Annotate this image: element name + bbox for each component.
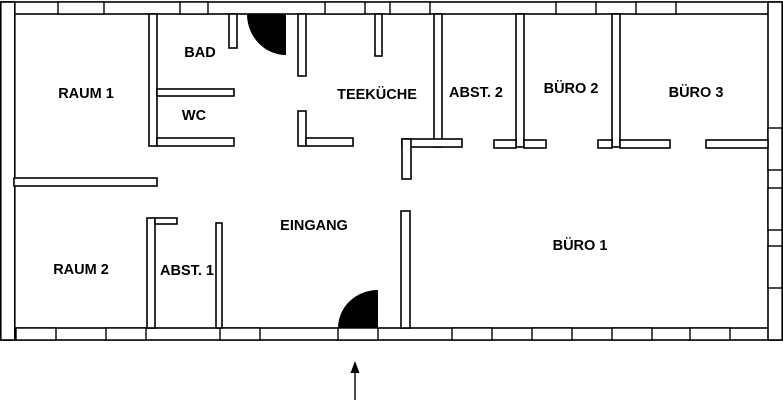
window	[219, 327, 261, 341]
room-label-teekueche: TEEKÜCHE	[337, 86, 417, 103]
outer-walls	[0, 1, 783, 341]
room-label-buero-3: BÜRO 3	[669, 84, 724, 101]
window	[767, 245, 783, 289]
wall-abst2-east	[515, 13, 525, 148]
north-windows	[57, 1, 677, 15]
wall-raum2-east	[146, 217, 156, 329]
door-swing-icon	[338, 290, 378, 328]
wall-corridor-corner	[401, 138, 412, 180]
wall-teekueche-west-upper	[297, 13, 307, 77]
wall-abst1-stub	[154, 217, 178, 225]
wall-buero2-south-left	[523, 139, 547, 149]
wall-bad-wc	[156, 88, 235, 97]
room-label-abst-2: ABST. 2	[449, 85, 503, 101]
room-label-raum-2: RAUM 2	[53, 262, 109, 278]
room-label-raum-1: RAUM 1	[58, 86, 114, 102]
window	[15, 327, 57, 341]
wall-teekueche-south-stub	[305, 137, 354, 147]
window	[689, 327, 731, 341]
wall-raum1-east	[148, 13, 158, 147]
wall-raum1-raum2	[13, 177, 158, 187]
wall-wc-south	[156, 137, 235, 147]
window	[611, 327, 653, 341]
wall-buero3-south-right	[705, 139, 769, 149]
arrow-up-icon	[350, 361, 360, 400]
door-swing-icon	[247, 14, 286, 55]
window	[767, 127, 783, 171]
window	[767, 187, 783, 231]
window	[555, 1, 597, 15]
room-label-buero-2: BÜRO 2	[544, 80, 599, 97]
wall-bad-stub	[228, 13, 238, 49]
wall-abst2-south	[493, 139, 517, 149]
wall-buero2-east	[611, 13, 621, 148]
room-label-wc: WC	[182, 108, 207, 124]
window	[389, 1, 431, 15]
wall-teekueche-stub	[374, 13, 383, 57]
window	[179, 1, 209, 15]
window	[635, 1, 677, 15]
window	[57, 1, 105, 15]
window	[451, 327, 493, 341]
south-windows	[15, 327, 731, 341]
west-wall	[0, 1, 16, 341]
wall-buero3-south-left	[619, 139, 671, 149]
wall-abst1-east	[215, 222, 223, 329]
room-label-buero-1: BÜRO 1	[553, 237, 608, 254]
room-label-bad: BAD	[184, 45, 215, 61]
entrance-door-opening	[337, 327, 379, 341]
window	[105, 327, 147, 341]
window	[531, 327, 573, 341]
window	[324, 1, 366, 15]
interior-walls	[13, 13, 769, 329]
room-label-abst-1: ABST. 1	[160, 263, 214, 279]
east-wall	[767, 1, 783, 341]
room-label-eingang: EINGANG	[280, 218, 348, 234]
wall-teekueche-west-lower	[297, 110, 307, 147]
wall-buero2-south-right	[597, 139, 613, 149]
east-windows	[767, 127, 783, 289]
wall-buero1-west	[400, 210, 411, 329]
wall-abst2-west	[433, 13, 443, 148]
